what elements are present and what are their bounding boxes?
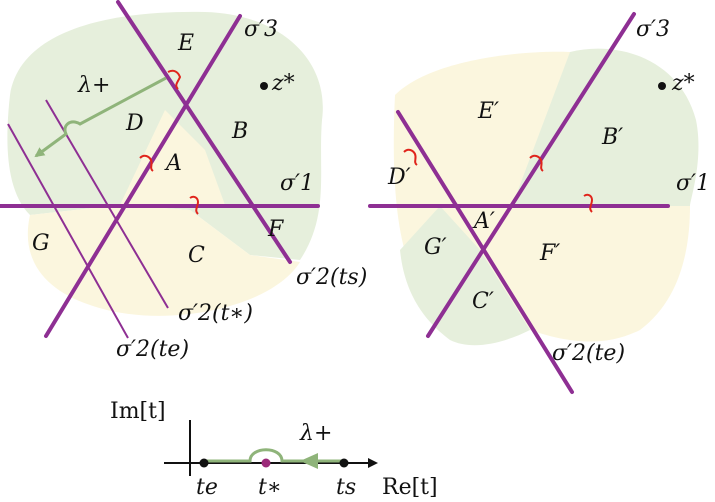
bottom-plane: Im[t] Re[t] λ+ te t∗ ts (110, 399, 438, 500)
right-panel: E′ B′ D′ A′ G′ F′ C′ σ′3 σ′1 σ′2(te) z* (368, 12, 710, 394)
right-crossing-mark-3 (583, 193, 594, 213)
right-line-sigma3 (426, 12, 636, 338)
right-label-G: G′ (424, 235, 447, 260)
point-te (199, 458, 209, 468)
left-region-yellow-center (120, 110, 225, 205)
left-line-sigma2-te (7, 123, 129, 339)
right-region-yellow-lower (480, 206, 690, 342)
left-point-zstar (260, 82, 268, 90)
point-tstar (261, 458, 271, 468)
right-point-zstar (658, 82, 666, 90)
right-label-sigma1: σ′1 (676, 171, 710, 196)
right-crossing-mark-2 (529, 154, 544, 172)
right-label-D: D′ (387, 165, 411, 190)
left-region-yellow (27, 205, 300, 316)
left-crossing-mark-3 (189, 195, 200, 215)
right-crossing-mark-1 (403, 148, 418, 166)
left-label-sigma3: σ′3 (244, 17, 278, 42)
label-te: te (196, 475, 218, 500)
left-label-D: D (125, 111, 144, 136)
label-tstar: t∗ (258, 475, 282, 500)
left-label-A: A (164, 151, 182, 176)
right-line-sigma2-te (396, 110, 574, 394)
right-region-green (512, 48, 699, 206)
left-label-zstar: z* (271, 71, 295, 96)
bottom-path-arrowhead (300, 453, 318, 469)
bottom-label-lambda: λ+ (299, 421, 332, 446)
right-label-E: E′ (477, 99, 499, 124)
left-label-C: C (188, 243, 205, 268)
right-label-zstar: z* (671, 71, 695, 96)
left-path-lambda (34, 76, 167, 158)
left-crossing-mark-2 (139, 154, 154, 172)
left-label-lambda: λ+ (77, 73, 110, 98)
im-axis-label: Im[t] (110, 399, 166, 424)
right-label-sigma2-te: σ′2(te) (552, 341, 625, 366)
right-label-B: B′ (601, 125, 623, 150)
left-label-sigma2-te: σ′2(te) (116, 337, 189, 362)
left-line-sigma3 (44, 14, 242, 338)
right-label-A: A′ (472, 209, 495, 234)
left-line-sigma2-ts (116, 0, 292, 264)
bottom-path-lambda (204, 448, 344, 463)
re-axis-label: Re[t] (382, 475, 438, 500)
label-ts: ts (336, 475, 356, 500)
left-label-G: G (32, 231, 50, 256)
left-label-sigma1: σ′1 (280, 171, 314, 196)
left-label-sigma2-tstar: σ′2(t∗) (178, 301, 253, 326)
left-label-sigma2-ts: σ′2(ts) (296, 265, 367, 290)
right-label-F: F′ (539, 241, 560, 266)
left-label-E: E (177, 31, 194, 56)
left-panel: E D B A G C F σ′3 σ′1 σ′2(ts) σ′2(t∗) σ′… (0, 0, 367, 362)
right-label-sigma3: σ′3 (636, 17, 670, 42)
left-label-F: F (267, 217, 284, 242)
right-label-C: C′ (472, 289, 494, 314)
point-ts (339, 458, 349, 468)
re-axis-arrowhead (368, 458, 378, 468)
left-label-B: B (231, 119, 248, 144)
left-crossing-mark-1 (167, 69, 182, 90)
